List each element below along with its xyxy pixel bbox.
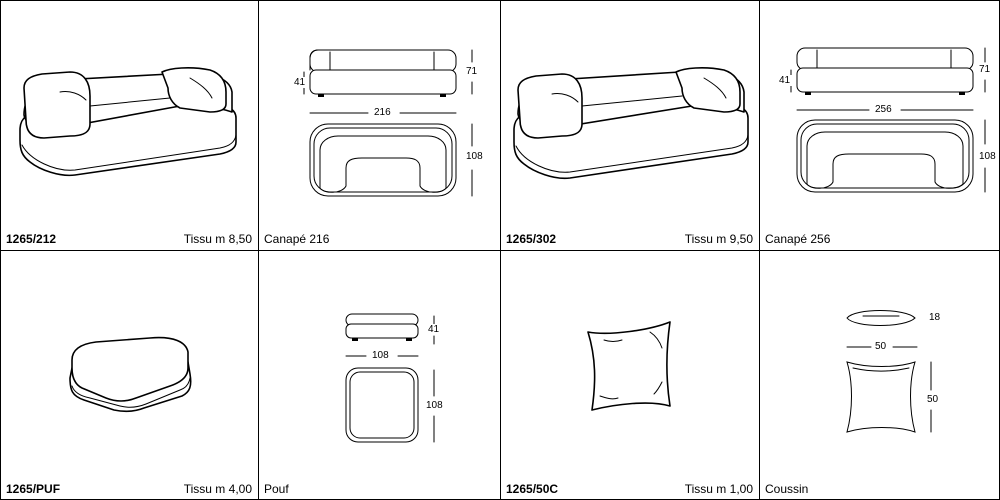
sofa-216-perspective-drawing bbox=[19, 67, 237, 177]
width-dimension: 108 bbox=[370, 350, 391, 361]
product-code: 1265/212 bbox=[6, 232, 57, 246]
product-name: Pouf bbox=[264, 482, 289, 496]
cushion-technical-drawing bbox=[846, 310, 932, 433]
product-code: 1265/302 bbox=[506, 232, 557, 246]
sofa-256-technical-cell: 41 71 256 108 Canapé 256 bbox=[759, 0, 1000, 250]
cushion-cell: 1265/50C Tissu m 1,00 bbox=[500, 250, 759, 500]
product-name: Coussin bbox=[765, 482, 809, 496]
product-code: 1265/50C bbox=[506, 482, 559, 496]
width-dimension: 50 bbox=[873, 341, 889, 352]
height-dimension: 41 bbox=[426, 324, 442, 335]
height-dimension: 71 bbox=[464, 66, 480, 77]
sofa-216-technical-cell: 41 71 216 108 Canapé 216 bbox=[258, 0, 500, 250]
height-dimension: 18 bbox=[927, 312, 943, 323]
depth-dimension: 108 bbox=[424, 400, 445, 411]
cushion-technical-cell: 18 50 50 Coussin bbox=[759, 250, 1000, 500]
fabric-quantity: Tissu m 1,00 bbox=[684, 482, 753, 496]
sofa-256-perspective-drawing bbox=[513, 67, 749, 180]
width-dimension: 256 bbox=[873, 104, 894, 115]
sofa-256-cell: 1265/302 Tissu m 9,50 bbox=[500, 0, 759, 250]
depth-dimension: 108 bbox=[977, 151, 998, 162]
width-dimension: 216 bbox=[372, 107, 393, 118]
fabric-quantity: Tissu m 4,00 bbox=[183, 482, 252, 496]
sofa-216-cell: 1265/212 Tissu m 8,50 bbox=[0, 0, 258, 250]
pouf-perspective-drawing bbox=[69, 336, 192, 413]
product-name: Canapé 216 bbox=[264, 232, 330, 246]
cushion-perspective-drawing bbox=[587, 321, 671, 411]
pouf-technical-drawing bbox=[345, 313, 435, 443]
sofa-216-technical-drawing bbox=[303, 49, 473, 197]
product-code: 1265/PUF bbox=[6, 482, 61, 496]
seat-height-dimension: 41 bbox=[777, 75, 793, 86]
depth-dimension: 108 bbox=[464, 151, 485, 162]
height-dimension: 71 bbox=[977, 64, 993, 75]
seat-height-dimension: 41 bbox=[292, 77, 308, 88]
pouf-cell: 1265/PUF Tissu m 4,00 bbox=[0, 250, 258, 500]
product-name: Canapé 256 bbox=[765, 232, 831, 246]
pouf-technical-cell: 41 108 108 Pouf bbox=[258, 250, 500, 500]
fabric-quantity: Tissu m 9,50 bbox=[684, 232, 753, 246]
fabric-quantity: Tissu m 8,50 bbox=[183, 232, 252, 246]
depth-dimension: 50 bbox=[925, 394, 941, 405]
sofa-256-technical-drawing bbox=[790, 47, 986, 193]
